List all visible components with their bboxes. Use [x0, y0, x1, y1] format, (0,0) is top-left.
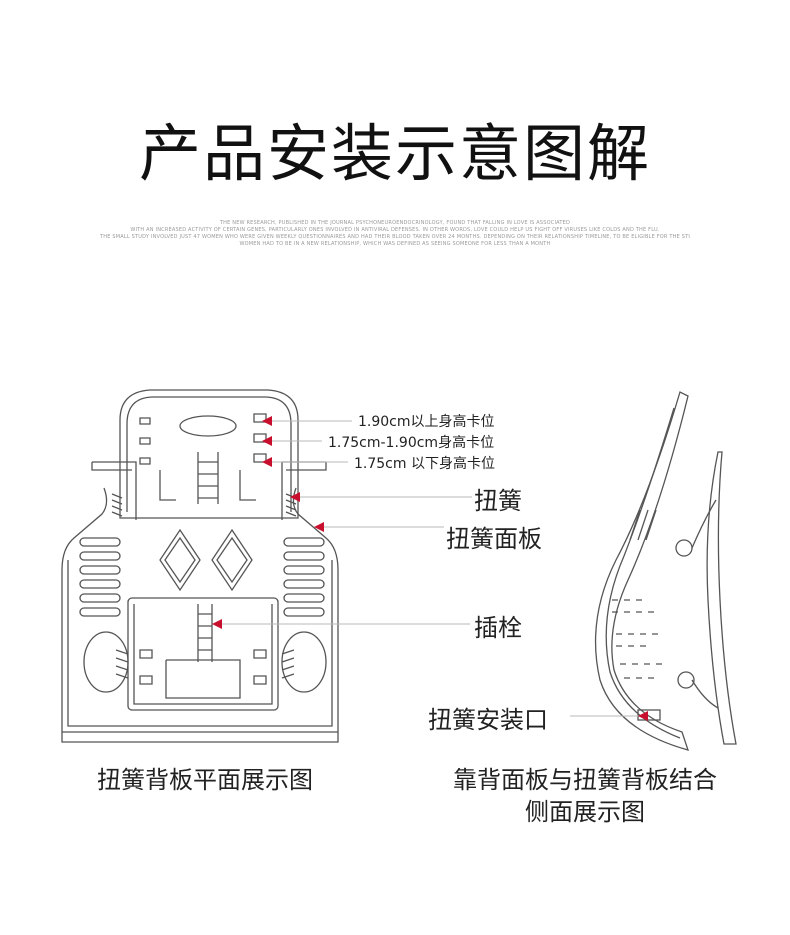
hinge-lower: [677, 671, 695, 689]
marker-spring: [290, 492, 300, 502]
marker-spring-port: [638, 711, 648, 721]
marker-height-mid: [262, 436, 272, 446]
headrest-slots-left: [139, 417, 151, 465]
spring-backboard: [706, 451, 737, 745]
headrest-slot: [179, 415, 237, 437]
label-spring: 扭簧: [474, 487, 522, 515]
marker-height-high: [262, 416, 272, 426]
label-height-high: 1.90cm以上身高卡位: [358, 414, 495, 430]
fine-print-line-1: THE NEW RESEARCH, PUBLISHED IN THE JOURN…: [219, 220, 571, 226]
page-title: 产品安装示意图解: [138, 117, 651, 190]
label-spring-port: 扭簧安装口: [428, 706, 548, 734]
diamond-left: [159, 528, 201, 592]
curved-backrest: [594, 391, 690, 751]
vents-right: [283, 537, 325, 617]
label-height-mid: 1.75cm-1.90cm身高卡位: [328, 435, 495, 451]
marker-latch: [212, 619, 222, 629]
marker-height-low: [262, 457, 272, 467]
fine-print-line-3: THE SMALL STUDY INVOLVED JUST 47 WOMEN W…: [100, 234, 690, 240]
diamond-right: [211, 528, 253, 592]
marker-spring-panel: [314, 522, 324, 532]
label-height-low: 1.75cm 以下身高卡位: [354, 456, 495, 472]
vents-left: [79, 537, 121, 617]
spring-port-box: [637, 709, 661, 721]
headrest-panel: [119, 389, 299, 519]
upper-spring-right: [285, 493, 297, 517]
fine-print-line-2: WITH AN INCREASED ACTIVITY OF CERTAIN GE…: [130, 227, 660, 233]
fine-print-line-4: WOMEN HAD TO BE IN A NEW RELATIONSHIP, W…: [239, 241, 551, 247]
label-latch: 插栓: [474, 614, 522, 642]
hinge-upper: [675, 539, 693, 557]
caption-side-view-line-1: 靠背面板与扭簧背板结合: [453, 766, 717, 794]
panel-holes: [612, 599, 662, 679]
caption-side-view-line-2: 侧面展示图: [525, 798, 645, 826]
label-spring-panel: 扭簧面板: [446, 525, 542, 553]
caption-front-view: 扭簧背板平面展示图: [97, 766, 313, 794]
upper-spring-left: [111, 493, 123, 517]
